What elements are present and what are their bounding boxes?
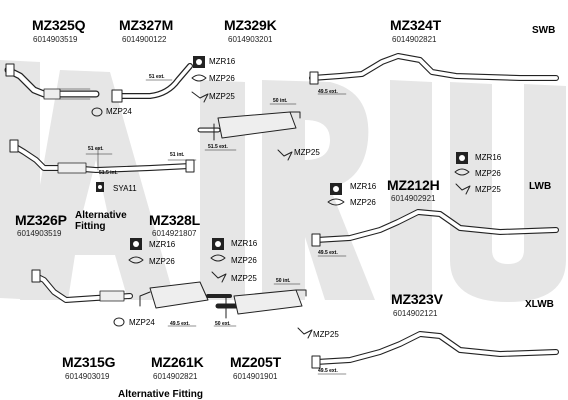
bracket-icon — [191, 91, 209, 103]
mount-label-mzp26-b: MZP26 — [475, 169, 501, 178]
bracket-icon-3 — [455, 183, 471, 195]
mount-label-mzr16-c: MZR16 — [350, 182, 377, 191]
tailpipe-mz323v — [311, 331, 559, 369]
part-number-mz324t: 6014902821 — [392, 35, 437, 44]
part-number-mz323v: 6014902121 — [393, 309, 438, 318]
mount-label-mzp24-a: MZP24 — [106, 107, 132, 116]
front-pipe-mz326p — [9, 139, 195, 174]
mount-label-mzp26-a: MZP26 — [209, 74, 235, 83]
silencer-mz261k — [139, 281, 232, 309]
part-number-mz329k: 6014903201 — [228, 35, 273, 44]
silencer-mz329k — [197, 111, 301, 141]
mount-label-mzp25-b: MZP25 — [294, 148, 320, 157]
part-number-mz327m: 6014900122 — [122, 35, 167, 44]
mount-label-mzr16-b: MZR16 — [475, 153, 502, 162]
dimension-label-51-ext-a: 51 ext. — [149, 74, 165, 80]
silencer-mz205t — [215, 289, 307, 319]
front-pipe-mz315g — [31, 269, 133, 303]
mounting-ring-icon — [91, 107, 103, 117]
part-code-mz329k: MZ329K — [224, 17, 277, 33]
part-code-mz328l: MZ328L — [149, 212, 200, 228]
alternative-fitting-line2: Fitting — [75, 221, 106, 232]
mount-label-mzp26-c: MZP26 — [350, 198, 376, 207]
clamp-icon — [191, 74, 207, 82]
part-code-mz323v: MZ323V — [391, 291, 443, 307]
intermediate-pipe-mz327m — [111, 63, 193, 103]
rubber-mount-icon-4 — [212, 238, 224, 250]
rubber-mount-icon-3 — [456, 152, 468, 164]
bracket-icon-4 — [211, 271, 227, 283]
tailpipe-mz324t — [309, 53, 559, 85]
alternative-fitting-label-2: Alternative Fitting — [118, 389, 204, 400]
dimension-label-51-5-ext-a: 51.5 ext. — [208, 144, 228, 150]
part-code-mz261k: MZ261K — [151, 354, 204, 370]
bracket-icon-5 — [297, 327, 313, 339]
mount-label-mzp26-d: MZP26 — [149, 257, 175, 266]
variant-label-xlwb: XLWB — [525, 299, 554, 310]
clamp-icon-3 — [454, 168, 470, 176]
mount-label-mzr16-a: MZR16 — [209, 57, 236, 66]
dimension-label-51-int: 51 int. — [170, 152, 185, 158]
variant-label-lwb: LWB — [529, 181, 552, 192]
mount-label-mzr16-d: MZR16 — [149, 240, 176, 249]
clamp-icon-5 — [128, 256, 144, 264]
alternative-fitting-line1: Alternative — [75, 210, 127, 221]
dimension-label-49-5-ext-b: 49.5 ext. — [318, 250, 338, 256]
clamp-icon-2 — [327, 198, 345, 206]
dimension-label-50-int-a: 50 int. — [273, 98, 288, 104]
part-code-mz327m: MZ327M — [119, 17, 174, 33]
mount-label-mzp25-d: MZP25 — [231, 274, 257, 283]
part-number-mz205t: 6014901901 — [233, 372, 278, 381]
dimension-label-50-int-b: 50 int. — [276, 278, 291, 284]
rubber-mount-icon — [193, 56, 205, 68]
dimension-label-51-ext-b: 51 ext. — [88, 146, 104, 152]
part-code-mz205t: MZ205T — [230, 354, 281, 370]
alternative-fitting-label-1: Alternative Fitting — [75, 210, 127, 232]
rubber-mount-icon-2 — [330, 183, 342, 195]
part-code-mz326p: MZ326P — [15, 212, 67, 228]
dimension-label-49-5-ext-c: 49.5 ext. — [170, 321, 190, 327]
part-number-mz325q: 6014903519 — [33, 35, 78, 44]
dimension-lines — [85, 79, 347, 375]
dimension-label-49-5-ext-a: 49.5 ext. — [318, 89, 338, 95]
mount-label-mzp25-c: MZP25 — [475, 185, 501, 194]
dimension-label-51-5-int: 51.5 int. — [99, 170, 118, 176]
bracket-icon-2 — [277, 149, 293, 161]
dimension-label-49-5-ext-d: 49.5 ext. — [318, 368, 338, 374]
part-number-mz326p: 6014903519 — [17, 229, 62, 238]
mount-label-mzp26-e: MZP26 — [231, 256, 257, 265]
part-code-mz212h: MZ212H — [387, 177, 440, 193]
front-pipe-mz325q — [4, 63, 100, 100]
part-number-mz328l: 6014921807 — [152, 229, 197, 238]
rubber-mount-icon-5 — [130, 238, 142, 250]
part-number-mz212h: 6014902921 — [391, 194, 436, 203]
part-code-mz325q: MZ325Q — [32, 17, 86, 33]
mount-label-mzp24-b: MZP24 — [129, 318, 155, 327]
dimension-label-50-ext: 50 ext. — [215, 321, 231, 327]
part-number-mz315g: 6014903019 — [65, 372, 110, 381]
clamp-icon-4 — [210, 254, 226, 262]
variant-label-swb: SWB — [532, 25, 556, 36]
part-code-mz315g: MZ315G — [62, 354, 116, 370]
part-number-mz261k: 6014902821 — [153, 372, 198, 381]
mount-label-mzr16-e: MZR16 — [231, 239, 258, 248]
bolt-kit-icon — [96, 182, 104, 192]
mount-label-sya11: SYA11 — [113, 184, 137, 193]
mount-label-mzp25-a: MZP25 — [209, 92, 235, 101]
part-code-mz324t: MZ324T — [390, 17, 441, 33]
mount-label-mzp25-e: MZP25 — [313, 330, 339, 339]
mounting-ring-icon-2 — [113, 317, 125, 327]
tailpipe-mz212h — [311, 209, 559, 247]
